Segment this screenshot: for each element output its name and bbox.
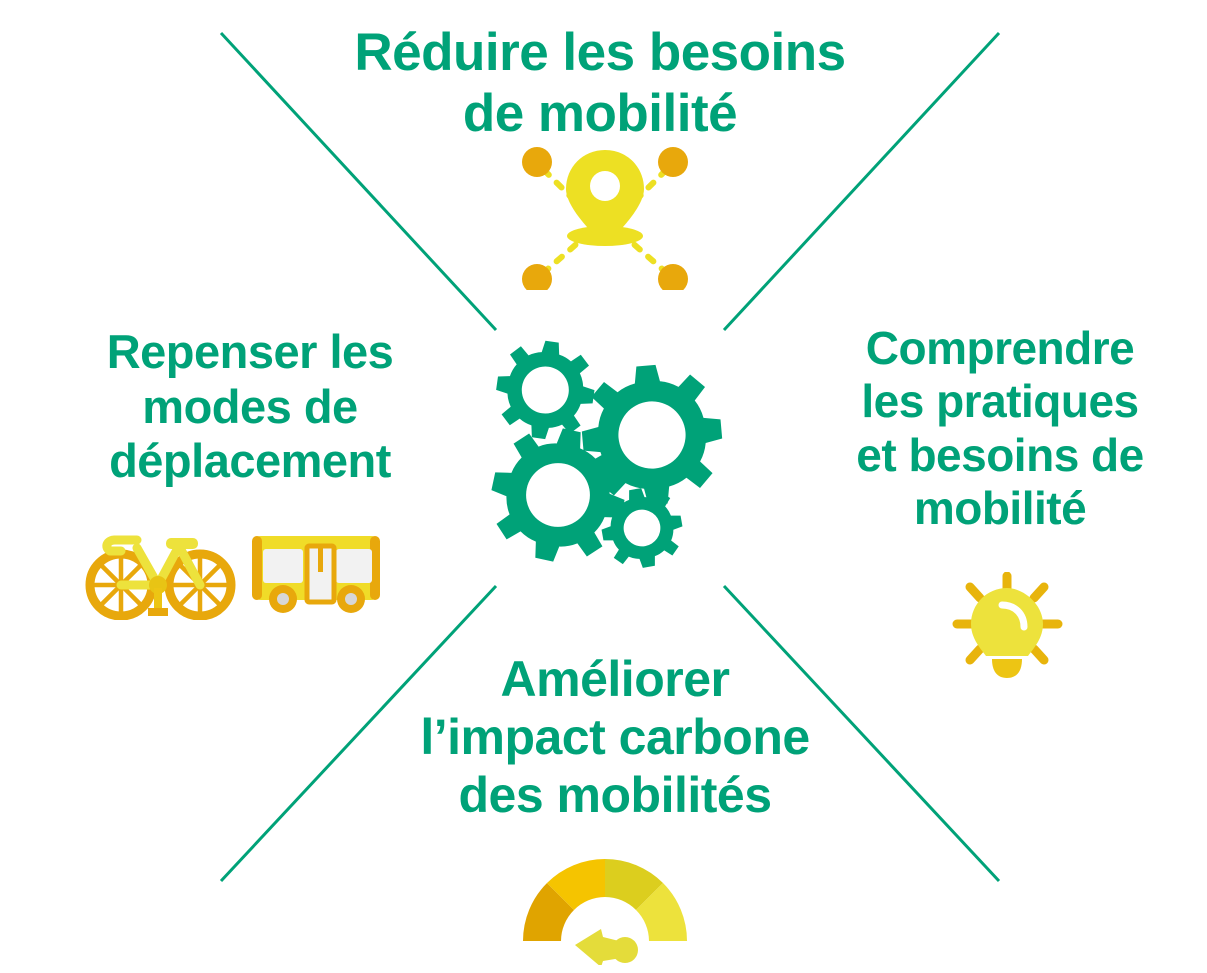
quadrant-label-top: Réduire les besoins de mobilité: [354, 23, 846, 144]
pin-node-bottom-right: [658, 264, 688, 294]
bicycle-icon: [85, 535, 236, 621]
gear-bottom-left: [491, 428, 625, 562]
gauge-segment-3: [605, 859, 663, 910]
carbon-gauge-icon: [520, 845, 690, 967]
gauge-segment-4: [636, 883, 687, 941]
pin-node-top-left: [522, 147, 552, 177]
pin-node-bottom-left: [522, 264, 552, 294]
gauge-needle: [575, 929, 638, 967]
map-pin-network-icon: [515, 145, 695, 294]
lightbulb-icon: [945, 571, 1070, 684]
quadrant-label-left: Repenser les modes de déplacement: [106, 325, 394, 488]
gears-icon: [480, 330, 740, 585]
gauge-segment-2: [547, 859, 605, 910]
quadrant-label-bottom: Améliorer l’impact carbone des mobilités: [420, 651, 810, 823]
bicycle-and-bus-icon: [80, 520, 380, 621]
gauge-segment-1: [523, 883, 574, 941]
pin-node-top-right: [658, 147, 688, 177]
bus-icon: [252, 536, 380, 613]
gear-top-left: [496, 340, 595, 440]
quadrant-label-right: Comprendre les pratiques et besoins de m…: [856, 322, 1144, 535]
